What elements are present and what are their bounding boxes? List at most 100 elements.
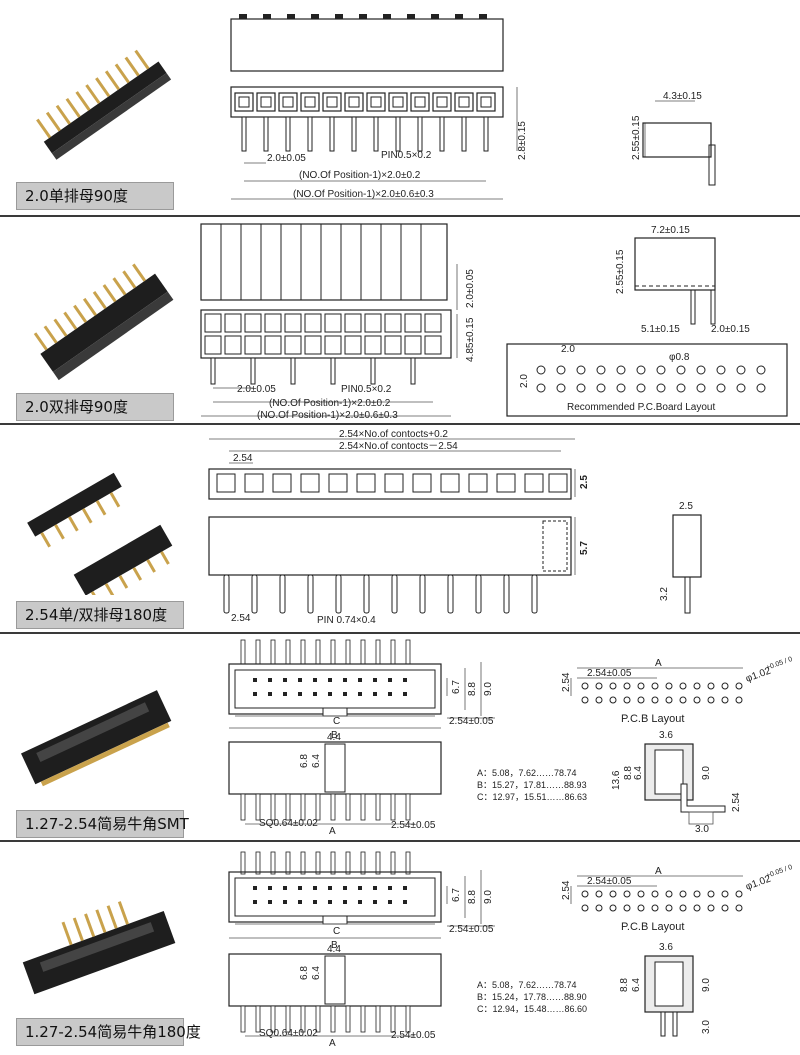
pcb-y-dim: 2.0 <box>519 374 530 388</box>
side-d-dim: 9.0 <box>701 766 712 780</box>
height-dim: 4.85±0.15 <box>465 317 476 362</box>
side-width-dim: 2.5 <box>679 501 693 512</box>
box-header-smt-drawing: 6.7 8.8 9.0 C 2.54±0.05 B 4.4 6.8 6.4 SQ… <box>228 639 794 837</box>
sq-dim: SQ0.64±0.02 <box>259 1028 318 1039</box>
v68-dim: 6.8 <box>299 754 310 768</box>
w44-dim: 4.4 <box>327 944 341 955</box>
side-top-dim: 3.6 <box>659 942 673 953</box>
list-b: B：15.24，17.78……88.90 <box>477 992 587 1002</box>
side-top-dim: 3.6 <box>659 730 673 741</box>
top-height-dim: 2.5 <box>579 475 590 489</box>
pcb-pitch-dim: 2.54±0.05 <box>587 668 632 679</box>
section-divider <box>0 215 800 217</box>
span2-dim: 2.54×No.of contocts－2.54 <box>339 441 458 452</box>
section-caption: 1.27-2.54简易牛角180度 <box>16 1018 201 1046</box>
pitch-dim: 2.54±0.05 <box>449 924 494 935</box>
b-label: B <box>331 940 338 951</box>
b-label: B <box>331 730 338 741</box>
side-c-dim: 6.4 <box>631 978 642 992</box>
pin-dim: PIN0.5×0.2 <box>341 384 392 395</box>
bottom-pitch-dim: 2.54 <box>231 613 251 624</box>
v64-dim: 6.4 <box>311 754 322 768</box>
list-a: A：5.08，7.62……78.74 <box>477 768 577 778</box>
pitch2-dim: 2.54±0.05 <box>391 1030 436 1041</box>
side-a-dim: 13.6 <box>611 770 622 790</box>
c-label: C <box>333 926 340 937</box>
body-height-dim: 5.7 <box>579 541 590 555</box>
section-divider <box>0 840 800 842</box>
side-c-dim: 6.4 <box>633 766 644 780</box>
h1-dim: 6.7 <box>451 680 462 694</box>
height-dim: 2.8±0.15 <box>517 121 528 160</box>
double-row-90-drawing: 2.0±0.05 PIN0.5×0.2 (NO.Of Position-1)×2… <box>200 223 788 420</box>
pcb-hole-dim: φ0.8 <box>669 352 690 363</box>
list-c: C：12.97，15.51……86.63 <box>477 792 587 802</box>
section-caption: 1.27-2.54简易牛角SMT <box>16 810 189 838</box>
box-header-180-drawing: 6.7 8.8 9.0 C 2.54±0.05 B 4.4 6.8 6.4 SQ… <box>228 851 794 1049</box>
section-box-header-smt: 1.27-2.54简易牛角SMT <box>0 634 800 840</box>
span2-dim: (NO.Of Position-1)×2.0±0.6±0.3 <box>293 189 434 200</box>
side-b-dim: 2.0±0.15 <box>711 324 750 335</box>
section-box-header-180: 1.27-2.54简易牛角180度 <box>0 842 800 1055</box>
pin-dim: PIN 0.74×0.4 <box>317 615 376 626</box>
straight-254-drawing: 2.54×No.of contocts+0.2 2.54×No.of conto… <box>208 429 702 626</box>
pcb-title: P.C.B Layout <box>621 713 684 725</box>
h1-dim: 6.7 <box>451 888 462 902</box>
side-width-dim: 7.2±0.15 <box>651 225 690 236</box>
side-height-dim: 2.55±0.15 <box>631 115 642 160</box>
w44-dim: 4.4 <box>327 732 341 743</box>
section-caption: 2.54单/双排母180度 <box>16 601 184 629</box>
span1-dim: (NO.Of Position-1)×2.0±0.2 <box>299 170 421 181</box>
pitch-dim: 2.0±0.05 <box>267 153 306 164</box>
pitch-dim: 2.54 <box>233 453 253 464</box>
span1-dim: 2.54×No.of contocts+0.2 <box>339 429 448 440</box>
a-label: A <box>329 1038 336 1049</box>
section-single-row-90: 2.0单排母90度 <box>0 0 800 215</box>
section-caption: 2.0单排母90度 <box>16 182 174 210</box>
row-pitch-dim: 2.0±0.05 <box>465 269 476 308</box>
double-row-female-header-photo <box>33 263 174 381</box>
pcb-title: Recommended P.C.Board Layout <box>567 402 715 413</box>
straight-female-header-photo <box>27 472 173 595</box>
box-header-smt-photo <box>20 690 172 787</box>
side-b-dim: 8.8 <box>619 978 630 992</box>
a-label: A <box>329 826 336 837</box>
pitch-dim: 2.0±0.05 <box>237 384 276 395</box>
pcb-v-dim: 2.54 <box>561 880 572 900</box>
single-row-90-drawing: 2.0±0.05 PIN0.5×0.2 (NO.Of Position-1)×2… <box>230 14 716 200</box>
side-height-dim: 3.2 <box>659 587 670 601</box>
pin-dim: PIN0.5×0.2 <box>381 150 432 161</box>
span1-dim: (NO.Of Position-1)×2.0±0.2 <box>269 398 391 409</box>
pcb-tolerance: +0.05 / 0 <box>765 864 793 880</box>
pcb-tolerance: +0.05 / 0 <box>765 656 793 672</box>
side-b-dim: 8.8 <box>623 766 634 780</box>
h2-dim: 8.8 <box>467 890 478 904</box>
section-divider <box>0 423 800 425</box>
span2-dim: (NO.Of Position-1)×2.0±0.6±0.3 <box>257 410 398 420</box>
box-header-180-photo <box>22 901 176 995</box>
section-254-straight: 2.54单/双排母180度 2.54×No.of contocts+0.2 2.… <box>0 425 800 632</box>
single-row-female-header-photo <box>36 49 172 160</box>
section-divider <box>0 632 800 634</box>
list-a: A：5.08，7.62……78.74 <box>477 980 577 990</box>
list-c: C：12.94，15.48……86.60 <box>477 1004 587 1014</box>
v68-dim: 6.8 <box>299 966 310 980</box>
side-height-dim: 2.55±0.15 <box>615 249 626 294</box>
section-double-row-90: 2.0双排母90度 <box>0 217 800 423</box>
pcb-x-dim: 2.0 <box>561 344 575 355</box>
pcb-a-label: A <box>655 658 662 669</box>
pcb-a-label: A <box>655 866 662 877</box>
h3-dim: 9.0 <box>483 890 494 904</box>
side-a-dim: 5.1±0.15 <box>641 324 680 335</box>
h2-dim: 8.8 <box>467 682 478 696</box>
v64-dim: 6.4 <box>311 966 322 980</box>
h3-dim: 9.0 <box>483 682 494 696</box>
side-e-dim: 2.54 <box>731 792 742 812</box>
pitch2-dim: 2.54±0.05 <box>391 820 436 831</box>
pcb-v-dim: 2.54 <box>561 672 572 692</box>
side-f-dim: 3.0 <box>701 1020 712 1034</box>
pcb-pitch-dim: 2.54±0.05 <box>587 876 632 887</box>
pcb-title: P.C.B Layout <box>621 921 684 933</box>
c-label: C <box>333 716 340 727</box>
pitch-dim: 2.54±0.05 <box>449 716 494 727</box>
